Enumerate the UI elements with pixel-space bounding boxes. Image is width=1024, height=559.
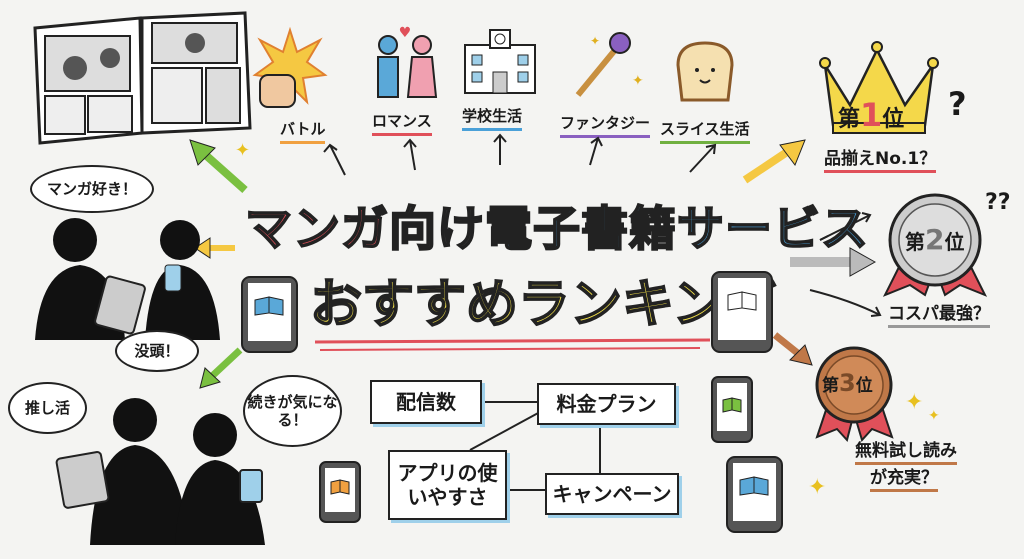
svg-text:✦: ✦ — [590, 34, 600, 48]
speech-bubble-oshikatsu: 推し活 — [8, 382, 87, 434]
rank-2-caption: コスパ最強？ — [888, 303, 990, 329]
smartphone-icon — [319, 461, 361, 523]
genre-school-life: 学校生活 — [462, 105, 523, 131]
rank-3-badge: 第3位 — [822, 369, 873, 397]
rank-3-caption-line2: が充実？ — [870, 467, 938, 493]
readers-silhouette-top — [35, 218, 220, 340]
smartphone-icon — [711, 376, 753, 443]
genre-romance: ロマンス — [372, 110, 432, 136]
sparkle-icon: ✦ — [235, 140, 251, 161]
bread-icon — [676, 41, 734, 102]
rank-2-badge: 第2位 — [905, 223, 965, 256]
couple-icon: ♥ — [377, 25, 438, 98]
manga-book-illustration — [33, 11, 252, 145]
factor-box-pricing-plan: 料金プラン — [537, 383, 676, 425]
question-mark: ? — [948, 85, 967, 123]
speech-bubble-immersed: 没頭！ — [115, 330, 199, 372]
school-icon — [464, 29, 536, 94]
silver-medal-icon — [882, 193, 988, 297]
bronze-medal-icon — [815, 346, 894, 443]
question-marks: ?? — [985, 190, 1011, 215]
genre-fantasy: ファンタジー — [560, 112, 651, 138]
factor-box-campaign: キャンペーン — [545, 473, 679, 515]
rank-3-caption-line1: 無料試し読み — [855, 440, 957, 466]
magic-wand-icon: ✦✦ — [575, 32, 644, 97]
tablet-icon — [726, 456, 783, 533]
sparkle-icon: ✦ — [905, 390, 924, 415]
readers-silhouette-bottom — [55, 398, 265, 545]
sparkle-icon: ✦ — [808, 475, 827, 500]
page-title-line1: マンガ向け電子書籍サービス — [244, 201, 869, 258]
rank-1-caption: 品揃えNo.1？ — [824, 148, 937, 174]
svg-text:✦: ✦ — [632, 73, 644, 89]
factor-box-app-usability: アプリの使いやすさ — [388, 450, 507, 520]
tablet-icon — [711, 271, 773, 353]
sparkle-icon: ✦ — [928, 408, 940, 424]
factor-box-catalog-size: 配信数 — [370, 380, 482, 424]
speech-bubble-want-more: 続きが気になる！ — [243, 375, 342, 447]
page-title-line2: おすすめランキング — [309, 274, 777, 336]
genre-slice-of-life: スライス生活 — [660, 118, 750, 144]
tablet-icon — [241, 276, 298, 353]
rank-1-badge: 第1位 — [838, 96, 905, 134]
speech-bubble-manga-lover: マンガ好き！ — [30, 165, 154, 213]
fist-icon — [252, 26, 328, 108]
svg-text:♥: ♥ — [399, 25, 412, 41]
genre-battle: バトル — [280, 118, 326, 144]
crown-icon — [819, 41, 939, 134]
